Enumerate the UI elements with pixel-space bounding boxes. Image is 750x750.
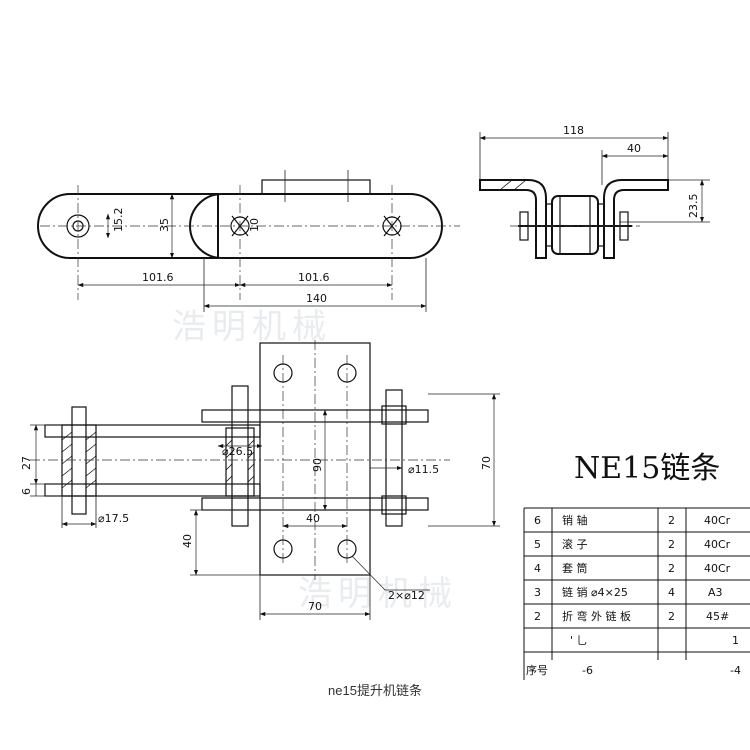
bom-partial-material: 1 xyxy=(732,634,739,647)
drawing-title: NE15链条 xyxy=(574,451,720,486)
dim-pitch-left: 101.6 xyxy=(142,271,174,284)
bom-header-name: -6 xyxy=(582,664,593,677)
bom-row-5-no: 5 xyxy=(534,538,541,551)
bom-row-4-qty: 2 xyxy=(668,562,675,575)
side-view: 118 40 23.5 xyxy=(479,124,710,259)
dim-pin-11-5: ⌀11.5 xyxy=(408,463,439,476)
bom-row-3-no: 3 xyxy=(534,586,541,599)
image-caption: ne15提升机链条 xyxy=(328,683,422,698)
bom-row-4-name: 套 筒 xyxy=(562,561,588,575)
bom-partial-name: ' 乚 xyxy=(570,634,588,647)
bom-row-6-name: 销 轴 xyxy=(562,513,588,527)
dim-pitch-right: 101.6 xyxy=(298,271,330,284)
dim-outer-70: 70 xyxy=(480,456,493,470)
dim-pin-10: 10 xyxy=(248,218,261,232)
bom-row-5-qty: 2 xyxy=(668,538,675,551)
bom-row-2-name: 折 弯 外 链 板 xyxy=(562,609,631,623)
dim-side-40: 40 xyxy=(627,142,641,155)
dim-bush-17-5: ⌀17.5 xyxy=(98,512,129,525)
bom-row-4-material: 40Cr xyxy=(704,562,731,575)
dim-inner-90: 90 xyxy=(311,458,324,472)
bom-table: 6 销 轴 2 40Cr 5 滚 子 2 40Cr 4 套 筒 2 40Cr 3… xyxy=(523,507,750,680)
bom-row-5-name: 滚 子 xyxy=(562,537,588,551)
dim-height-35: 35 xyxy=(158,218,171,232)
dim-6: 6 xyxy=(20,488,33,495)
bom-row-6-material: 40Cr xyxy=(704,514,731,527)
dim-hole-spacing-40: 40 xyxy=(306,512,320,525)
dim-total-140: 140 xyxy=(306,292,327,305)
dim-offset-40: 40 xyxy=(181,534,194,548)
top-view: 35 15.2 10 101.6 101.6 140 xyxy=(37,170,460,312)
bom-row-2-material: 45# xyxy=(706,610,729,623)
bom-row-6-qty: 2 xyxy=(668,514,675,527)
watermark: 浩明机械 xyxy=(172,307,332,347)
bom-header-material: -4 xyxy=(730,664,741,677)
watermark-lower: 浩明机械 xyxy=(298,574,458,614)
bom-row-3-name: 链 销 ⌀4×25 xyxy=(562,585,628,599)
dim-roller-26-5: ⌀26.5 xyxy=(222,445,253,458)
bom-row-3-qty: 4 xyxy=(668,586,675,599)
dim-27: 27 xyxy=(20,456,33,470)
dim-plate-70: 70 xyxy=(308,600,322,613)
bom-header-no: 序号 xyxy=(526,663,548,677)
bom-row-2-qty: 2 xyxy=(668,610,675,623)
bom-row-2-no: 2 xyxy=(534,610,541,623)
bom-row-4-no: 4 xyxy=(534,562,541,575)
dim-side-23-5: 23.5 xyxy=(687,194,700,219)
bom-row-5-material: 40Cr xyxy=(704,538,731,551)
dim-holes-2x12: 2×⌀12 xyxy=(388,589,425,602)
dim-hole-15-2: 15.2 xyxy=(112,208,125,233)
bottom-view: 27 6 ⌀17.5 ⌀26.5 90 70 ⌀11.5 40 40 xyxy=(20,340,500,620)
bom-row-6-no: 6 xyxy=(534,514,541,527)
bom-row-3-material: A3 xyxy=(708,586,723,599)
dim-side-118: 118 xyxy=(563,124,584,137)
